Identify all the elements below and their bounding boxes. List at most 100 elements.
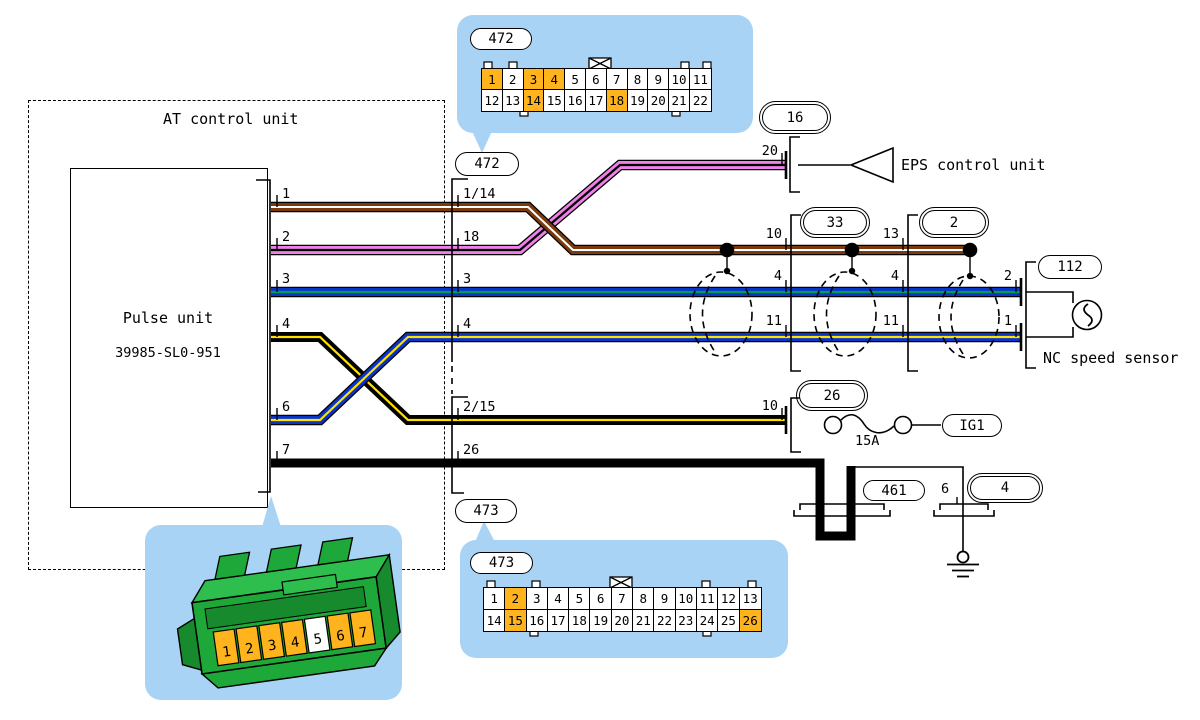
eps-triangle-symbol: [848, 146, 894, 184]
pulse-unit-box: [70, 168, 268, 508]
fuse-rating-label: 15A: [855, 433, 880, 449]
pin-cell-472-15: 15: [544, 90, 566, 111]
pin-cell-473-4: 4: [547, 588, 570, 610]
connector-oval-2: 2: [919, 207, 989, 238]
connector-oval-4: 4: [967, 473, 1043, 503]
pin-cell-472-16: 16: [565, 90, 586, 111]
connector-oval-461: 461: [863, 480, 925, 501]
pin-472-3: 3: [463, 271, 472, 287]
connector-oval-472: 472: [455, 152, 519, 176]
callout-connector-photo-box: [145, 525, 402, 700]
fuse-symbol: [823, 413, 941, 435]
pin-cell-473-20: 20: [611, 609, 634, 631]
pin-cell-473-7: 7: [611, 588, 634, 610]
pin-cell-472-17: 17: [585, 90, 607, 111]
callout-472-title-oval: 472: [470, 28, 532, 50]
bracket-4: [939, 503, 989, 510]
pin-cell-473-16: 16: [526, 609, 548, 631]
pulse-unit-part-number: 39985-SL0-951: [115, 345, 221, 361]
bracket-2: [907, 214, 918, 372]
nc-speed-sensor-symbol: [1026, 291, 1103, 338]
pin-cell-473-19: 19: [590, 609, 612, 631]
pin-473-2-15: 2/15: [463, 399, 496, 415]
pin-cell-472-1: 1: [482, 69, 503, 90]
pin-cell-473-3: 3: [526, 588, 548, 610]
pin-cell-473-2: 2: [505, 588, 527, 610]
ground-symbol: [947, 550, 979, 578]
pin-pulse-3: 3: [282, 271, 291, 287]
pin-cell-473-25: 25: [718, 609, 740, 631]
pin-2-13: 13: [882, 226, 899, 242]
pin-cell-473-22: 22: [654, 609, 676, 631]
pin-473-26: 26: [463, 442, 480, 458]
keying-marks: [588, 57, 633, 589]
pin-cell-473-9: 9: [654, 588, 676, 610]
shield-symbols: [689, 242, 1000, 359]
pin-pulse-2: 2: [282, 229, 291, 245]
pin-cell-473-14: 14: [484, 609, 506, 631]
pin-cell-472-12: 12: [482, 90, 503, 111]
pin-cell-472-6: 6: [585, 69, 607, 90]
eps-control-unit-label: EPS control unit: [901, 156, 1046, 174]
pulse-unit-label: Pulse unit: [122, 309, 214, 327]
pin-cell-473-13: 13: [739, 588, 761, 610]
bracket-26: [790, 397, 801, 453]
pin-472-4: 4: [463, 316, 472, 332]
pin-cell-472-19: 19: [627, 90, 649, 111]
pin-cell-472-10: 10: [669, 69, 690, 90]
pin-pulse-4: 4: [282, 316, 291, 332]
pin-cell-472-3: 3: [523, 69, 545, 90]
pin-pulse-6: 6: [282, 399, 291, 415]
eps-branch: [798, 146, 894, 184]
bracket-16: [789, 136, 800, 193]
pin-cell-473-6: 6: [590, 588, 612, 610]
nc-speed-sensor-label: NC speed sensor: [1043, 349, 1179, 367]
pin-472-18: 18: [463, 229, 480, 245]
pin-cell-473-10: 10: [675, 588, 697, 610]
connector-oval-26: 26: [796, 380, 868, 411]
pin-cell-472-18: 18: [606, 90, 628, 111]
at-control-unit-label: AT control unit: [163, 110, 299, 128]
pin-cell-473-26: 26: [739, 609, 761, 631]
pin-cell-472-9: 9: [648, 69, 670, 90]
pin-cell-472-21: 21: [669, 90, 690, 111]
connector-oval-33: 33: [800, 207, 870, 238]
pin-cell-472-22: 22: [689, 90, 711, 111]
pin-cell-473-5: 5: [569, 588, 591, 610]
pin-cell-472-2: 2: [502, 69, 524, 90]
pin-cell-473-23: 23: [675, 609, 697, 631]
pin-cell-472-20: 20: [648, 90, 670, 111]
connector-oval-16: 16: [759, 101, 831, 134]
pin-cell-472-14: 14: [523, 90, 545, 111]
pin-pulse-1: 1: [282, 186, 291, 202]
pin-2-11: 11: [882, 313, 899, 329]
bracket-33: [790, 214, 801, 372]
pin-33-4: 4: [773, 268, 782, 284]
pin-cell-473-8: 8: [633, 588, 655, 610]
pin-cell-473-21: 21: [633, 609, 655, 631]
bracket-461: [799, 503, 885, 510]
pin-cell-473-18: 18: [569, 609, 591, 631]
pin-33-11: 11: [765, 313, 782, 329]
pin-112-1: 1: [1003, 313, 1012, 329]
connector-oval-112: 112: [1038, 255, 1102, 279]
pin-cell-473-24: 24: [696, 609, 719, 631]
pin-pulse-7: 7: [282, 442, 291, 458]
pin-cell-473-1: 1: [484, 588, 506, 610]
pin-16-20: 20: [761, 143, 778, 159]
pin-2-4: 4: [890, 268, 899, 284]
pin-26-10: 10: [761, 398, 778, 414]
pin-112-2: 2: [1003, 268, 1012, 284]
pin-33-10: 10: [765, 226, 782, 242]
pin-4-6: 6: [941, 481, 950, 497]
pin-cell-473-17: 17: [547, 609, 570, 631]
connector-oval-473: 473: [455, 499, 517, 523]
pin-cell-472-5: 5: [565, 69, 586, 90]
pin-cell-472-13: 13: [502, 90, 524, 111]
pin-cell-473-11: 11: [696, 588, 719, 610]
connector-oval-ig1: IG1: [942, 414, 1002, 437]
pin-cell-472-7: 7: [606, 69, 628, 90]
